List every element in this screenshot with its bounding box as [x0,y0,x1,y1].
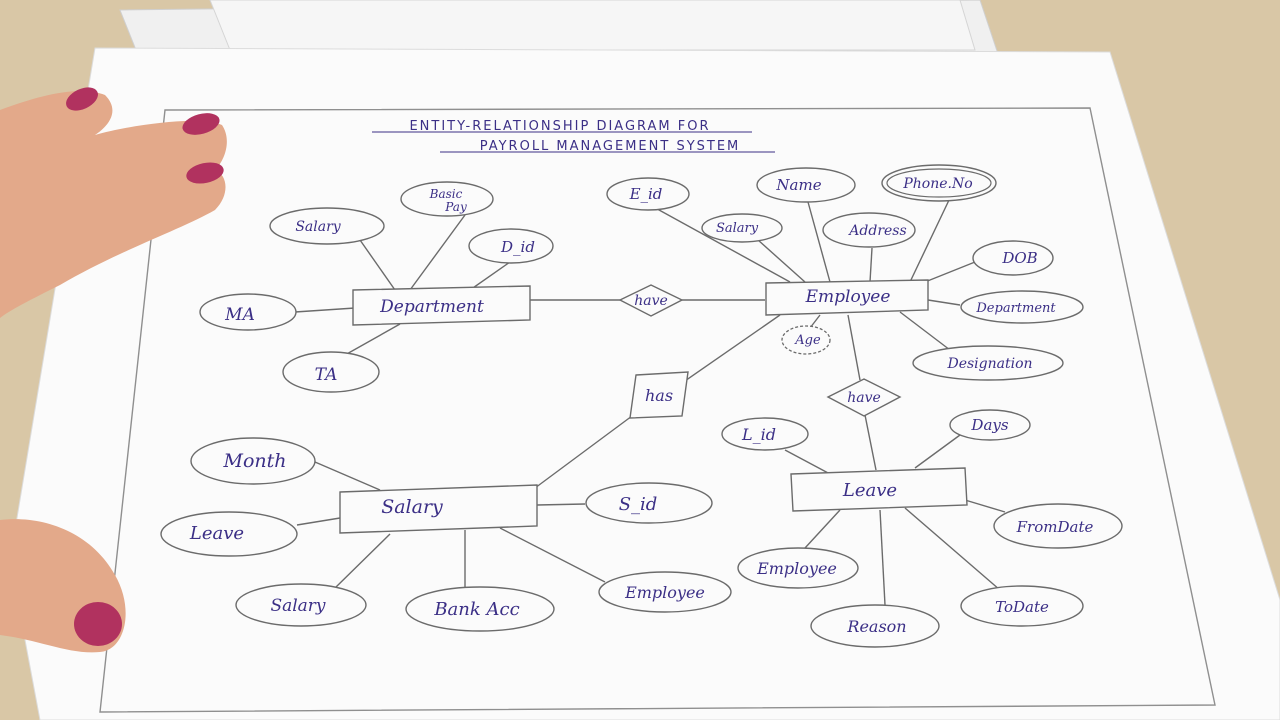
attribute-label: E_id [629,185,663,203]
entity-department: Department [352,285,531,326]
attribute-leave-days: Days [949,409,1031,441]
attribute-dept-d-id: D_id [468,228,554,264]
attribute-label: S_id [619,494,658,515]
attribute-label: Leave [189,523,244,544]
diagram-title-line2: PAYROLL MANAGEMENT SYSTEM [480,139,741,154]
attribute-label: DOB [1001,249,1037,267]
attribute-leave-from-date: FromDate [993,503,1123,549]
entity-employee: Employee [765,279,929,316]
attribute-label: Department [975,301,1056,316]
attribute-dept-salary: Salary [269,207,385,245]
relationship-have-label: have [634,293,668,309]
attribute-leave-reason: Reason [810,604,940,648]
attribute-sal-employee: Employee [598,571,732,613]
attribute-label: Pay [444,200,467,214]
background-paper [209,0,976,51]
fingernails [66,87,224,646]
attribute-label: Salary [295,219,341,235]
attribute-label: Address [847,223,906,239]
drawing-border [99,107,1216,713]
attribute-sal-month: Month [190,437,316,485]
relationship-employee-leave: have [826,378,902,417]
attribute-label: MA [224,305,255,325]
attribute-label: Basic [429,187,463,201]
attribute-sal-salary: Salary [235,583,367,627]
attribute-label: Age [794,333,821,348]
attribute-leave-employee: Employee [737,547,859,589]
attribute-label: ToDate [995,598,1049,616]
attribute-label: Month [222,450,286,472]
attribute-emp-e-id: E_id [606,177,690,211]
attribute-label: Employee [624,583,705,602]
relationship-has-label: has [645,386,673,405]
attribute-emp-age-derived: Age [781,325,831,355]
attribute-dept-ta: TA [282,351,380,393]
attribute-label: D_id [500,238,535,256]
attribute-label: Employee [756,559,837,578]
attribute-emp-department: Department [960,290,1084,324]
entity-leave-label: Leave [842,480,897,501]
attribute-emp-address: Address [822,212,916,248]
attribute-emp-salary: Salary [701,213,783,243]
entity-department-label: Department [379,297,484,317]
attribute-sal-bank-acc: Bank Acc [405,586,555,632]
attribute-leave-to-date: ToDate [960,585,1084,627]
attribute-emp-phone-multivalued: Phone.No [881,164,997,202]
attribute-label: Salary [270,596,325,616]
attribute-label: TA [315,365,338,385]
attribute-label: L_id [741,425,776,444]
relationship-employee-salary: has [629,371,689,419]
attribute-label: Salary [716,221,759,236]
attribute-label: FromDate [1016,518,1094,536]
entity-employee-label: Employee [805,287,891,307]
attribute-dept-ma: MA [199,293,297,331]
entity-salary: Salary [339,484,538,534]
attribute-label: Name [775,176,821,194]
attribute-label: Phone.No [902,176,972,192]
attribute-leave-l-id: L_id [721,417,809,451]
attribute-emp-name: Name [756,167,856,203]
attribute-label: Bank Acc [433,599,519,620]
attribute-emp-dob: DOB [972,240,1054,276]
connector-lines [294,197,1006,606]
attribute-sal-s-id: S_id [585,482,713,524]
entity-salary-label: Salary [381,496,443,518]
attribute-label: Days [970,416,1008,434]
relationship-dept-employee: have [618,284,684,317]
attribute-dept-basic-pay: Basic Pay [400,181,494,217]
attribute-sal-leave: Leave [160,511,298,557]
relationship-have-label: have [847,390,881,406]
entity-leave: Leave [790,467,968,512]
attribute-label: Designation [946,356,1032,372]
diagram-title-line1: ENTITY-RELATIONSHIP DIAGRAM FOR [409,119,710,134]
attribute-label: Reason [846,617,906,636]
attribute-emp-designation: Designation [912,345,1064,381]
